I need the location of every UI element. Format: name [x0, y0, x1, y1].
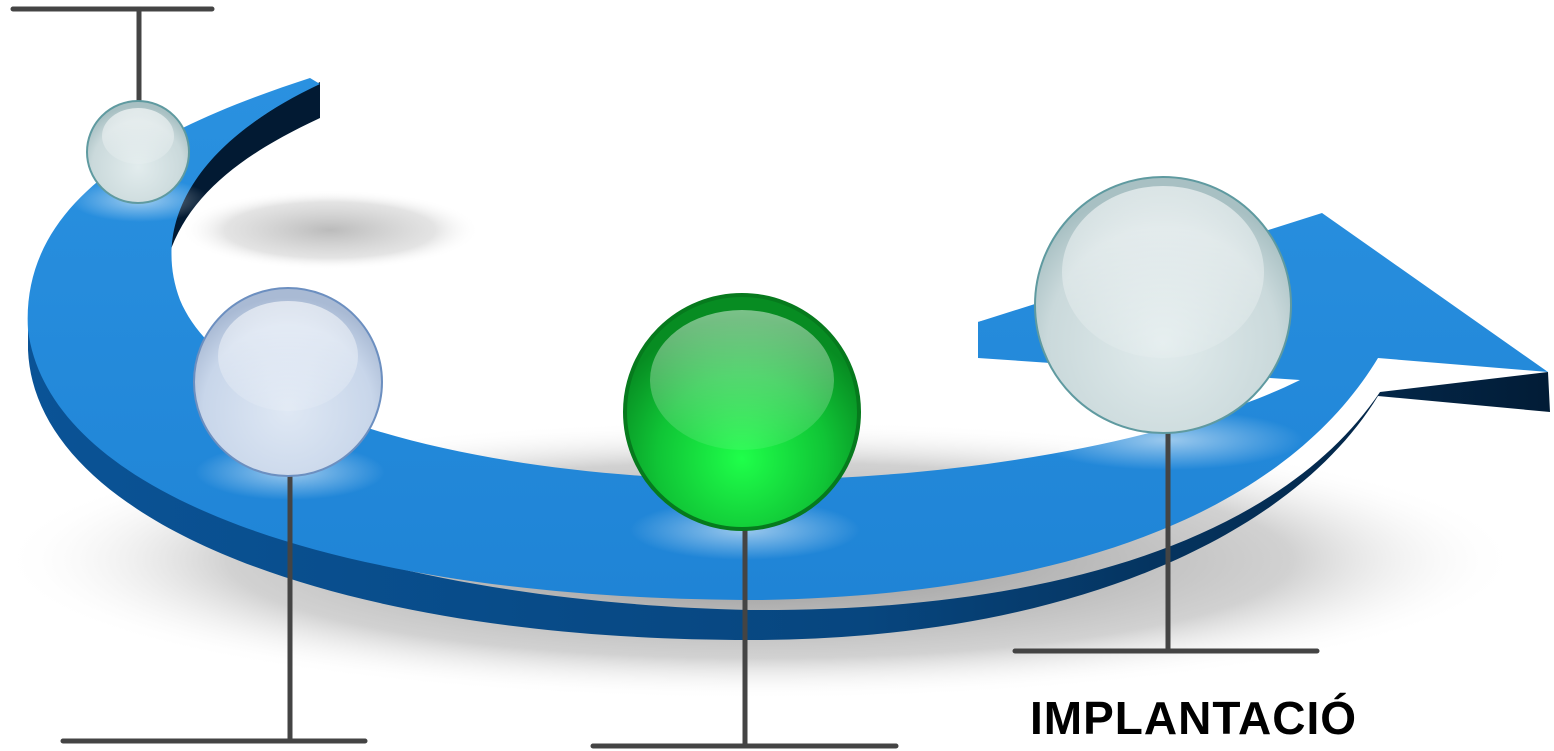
step-3-sphere-active	[625, 295, 859, 529]
arrow-shadow-inner	[180, 190, 480, 270]
step-1-sphere	[87, 101, 189, 203]
step-2-sphere	[194, 288, 382, 476]
step-4-sphere	[1035, 177, 1291, 433]
step-4-label: IMPLANTACIÓ	[1030, 690, 1430, 746]
